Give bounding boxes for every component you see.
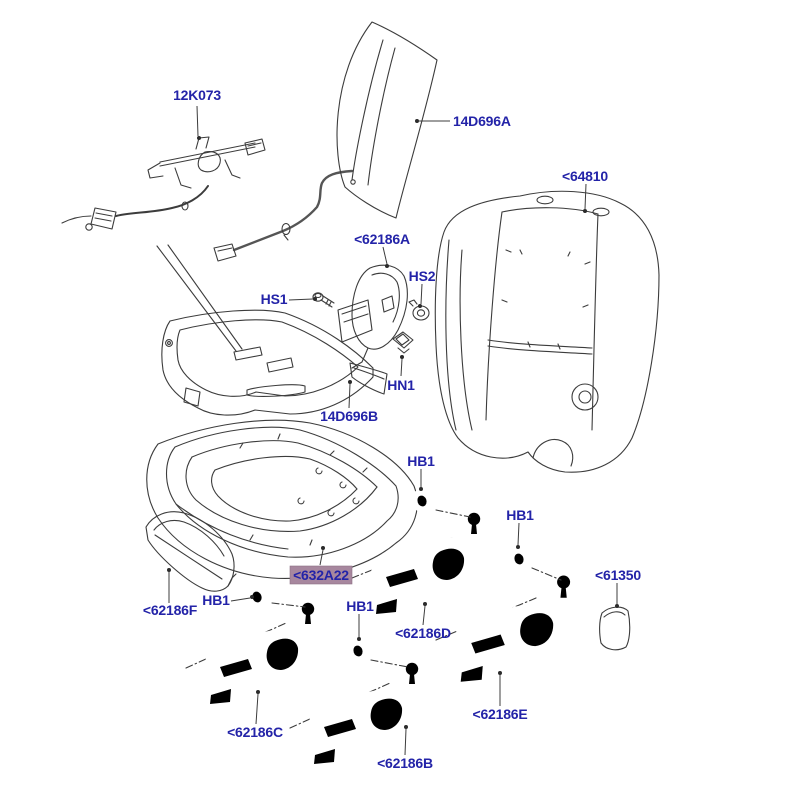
callout-HB1-3: HB1 bbox=[506, 507, 534, 549]
red-locator-line-2 bbox=[167, 244, 243, 350]
label-62186F[interactable]: <62186F bbox=[143, 602, 198, 618]
label-12K073[interactable]: 12K073 bbox=[173, 87, 221, 103]
label-632A22-highlight-box bbox=[289, 565, 353, 585]
label-HB1-2[interactable]: HB1 bbox=[407, 453, 435, 469]
part-632A22-seat-cushion-pad-highlighted bbox=[146, 419, 418, 579]
label-14D696B[interactable]: 14D696B bbox=[320, 408, 378, 424]
part-HB1-push-pin-4 bbox=[344, 636, 409, 668]
callout-64810: <64810 bbox=[562, 168, 609, 213]
callout-HS1: HS1 bbox=[261, 291, 317, 307]
callout-14D696A: 14D696A bbox=[415, 113, 511, 129]
callout-HB1-2: HB1 bbox=[407, 453, 435, 491]
label-632A22[interactable]: <632A22 bbox=[293, 567, 349, 583]
callout-62186B: <62186B bbox=[377, 725, 433, 771]
part-62186E-side-shield bbox=[453, 566, 580, 682]
label-HS1[interactable]: HS1 bbox=[261, 291, 288, 307]
part-HB1-push-pin-2 bbox=[408, 486, 471, 518]
label-64810[interactable]: <64810 bbox=[562, 168, 609, 184]
callout-62186C: <62186C bbox=[227, 690, 283, 740]
part-64810-seat-back-pad bbox=[434, 190, 660, 473]
part-62186F-trim bbox=[145, 511, 237, 592]
part-62186B-side-shield bbox=[306, 653, 428, 764]
part-62186C-side-shield bbox=[202, 593, 324, 704]
label-62186A[interactable]: <62186A bbox=[354, 231, 410, 247]
label-HN1[interactable]: HN1 bbox=[387, 377, 415, 393]
label-HB1-4[interactable]: HB1 bbox=[346, 598, 374, 614]
part-HB1-push-pin-3 bbox=[505, 544, 562, 581]
part-62186A-side-shield bbox=[337, 264, 408, 369]
callout-HB1-4: HB1 bbox=[346, 598, 374, 641]
label-62186B[interactable]: <62186B bbox=[377, 755, 433, 771]
callout-14D696B: 14D696B bbox=[320, 380, 378, 424]
seat-wiring-cable bbox=[213, 169, 354, 262]
label-HB1-1[interactable]: HB1 bbox=[202, 592, 230, 608]
label-62186E[interactable]: <62186E bbox=[472, 706, 527, 722]
label-14D696A[interactable]: 14D696A bbox=[453, 113, 511, 129]
callout-62186F: <62186F bbox=[143, 568, 198, 618]
part-HB1-push-pin-1 bbox=[243, 582, 306, 614]
callout-HB1-1: HB1 bbox=[202, 592, 254, 608]
part-HS2-grommet bbox=[408, 299, 430, 321]
part-12K073-harness-bracket bbox=[61, 136, 266, 231]
label-HS2[interactable]: HS2 bbox=[409, 268, 436, 284]
part-61350-cover bbox=[599, 606, 631, 651]
callout-61350: <61350 bbox=[595, 567, 642, 608]
part-HS1-screw bbox=[312, 292, 335, 308]
label-61350[interactable]: <61350 bbox=[595, 567, 642, 583]
part-14D696A-back-panel bbox=[336, 21, 438, 219]
part-HN1-clip-nut bbox=[392, 331, 414, 354]
callout-HS2: HS2 bbox=[409, 268, 436, 308]
callout-62186A: <62186A bbox=[354, 231, 410, 268]
callout-62186E: <62186E bbox=[472, 671, 528, 722]
label-62186C[interactable]: <62186C bbox=[227, 724, 283, 740]
label-HB1-3[interactable]: HB1 bbox=[506, 507, 534, 523]
label-62186D[interactable]: <62186D bbox=[395, 625, 451, 641]
red-locator-line-1 bbox=[156, 245, 237, 352]
callout-HN1: HN1 bbox=[387, 355, 415, 393]
callout-632A22-highlighted: <632A22 bbox=[289, 546, 353, 585]
part-14D696B-seat-pan bbox=[161, 309, 388, 416]
callout-12K073: 12K073 bbox=[173, 87, 222, 140]
callout-62186D: <62186D bbox=[395, 602, 451, 641]
